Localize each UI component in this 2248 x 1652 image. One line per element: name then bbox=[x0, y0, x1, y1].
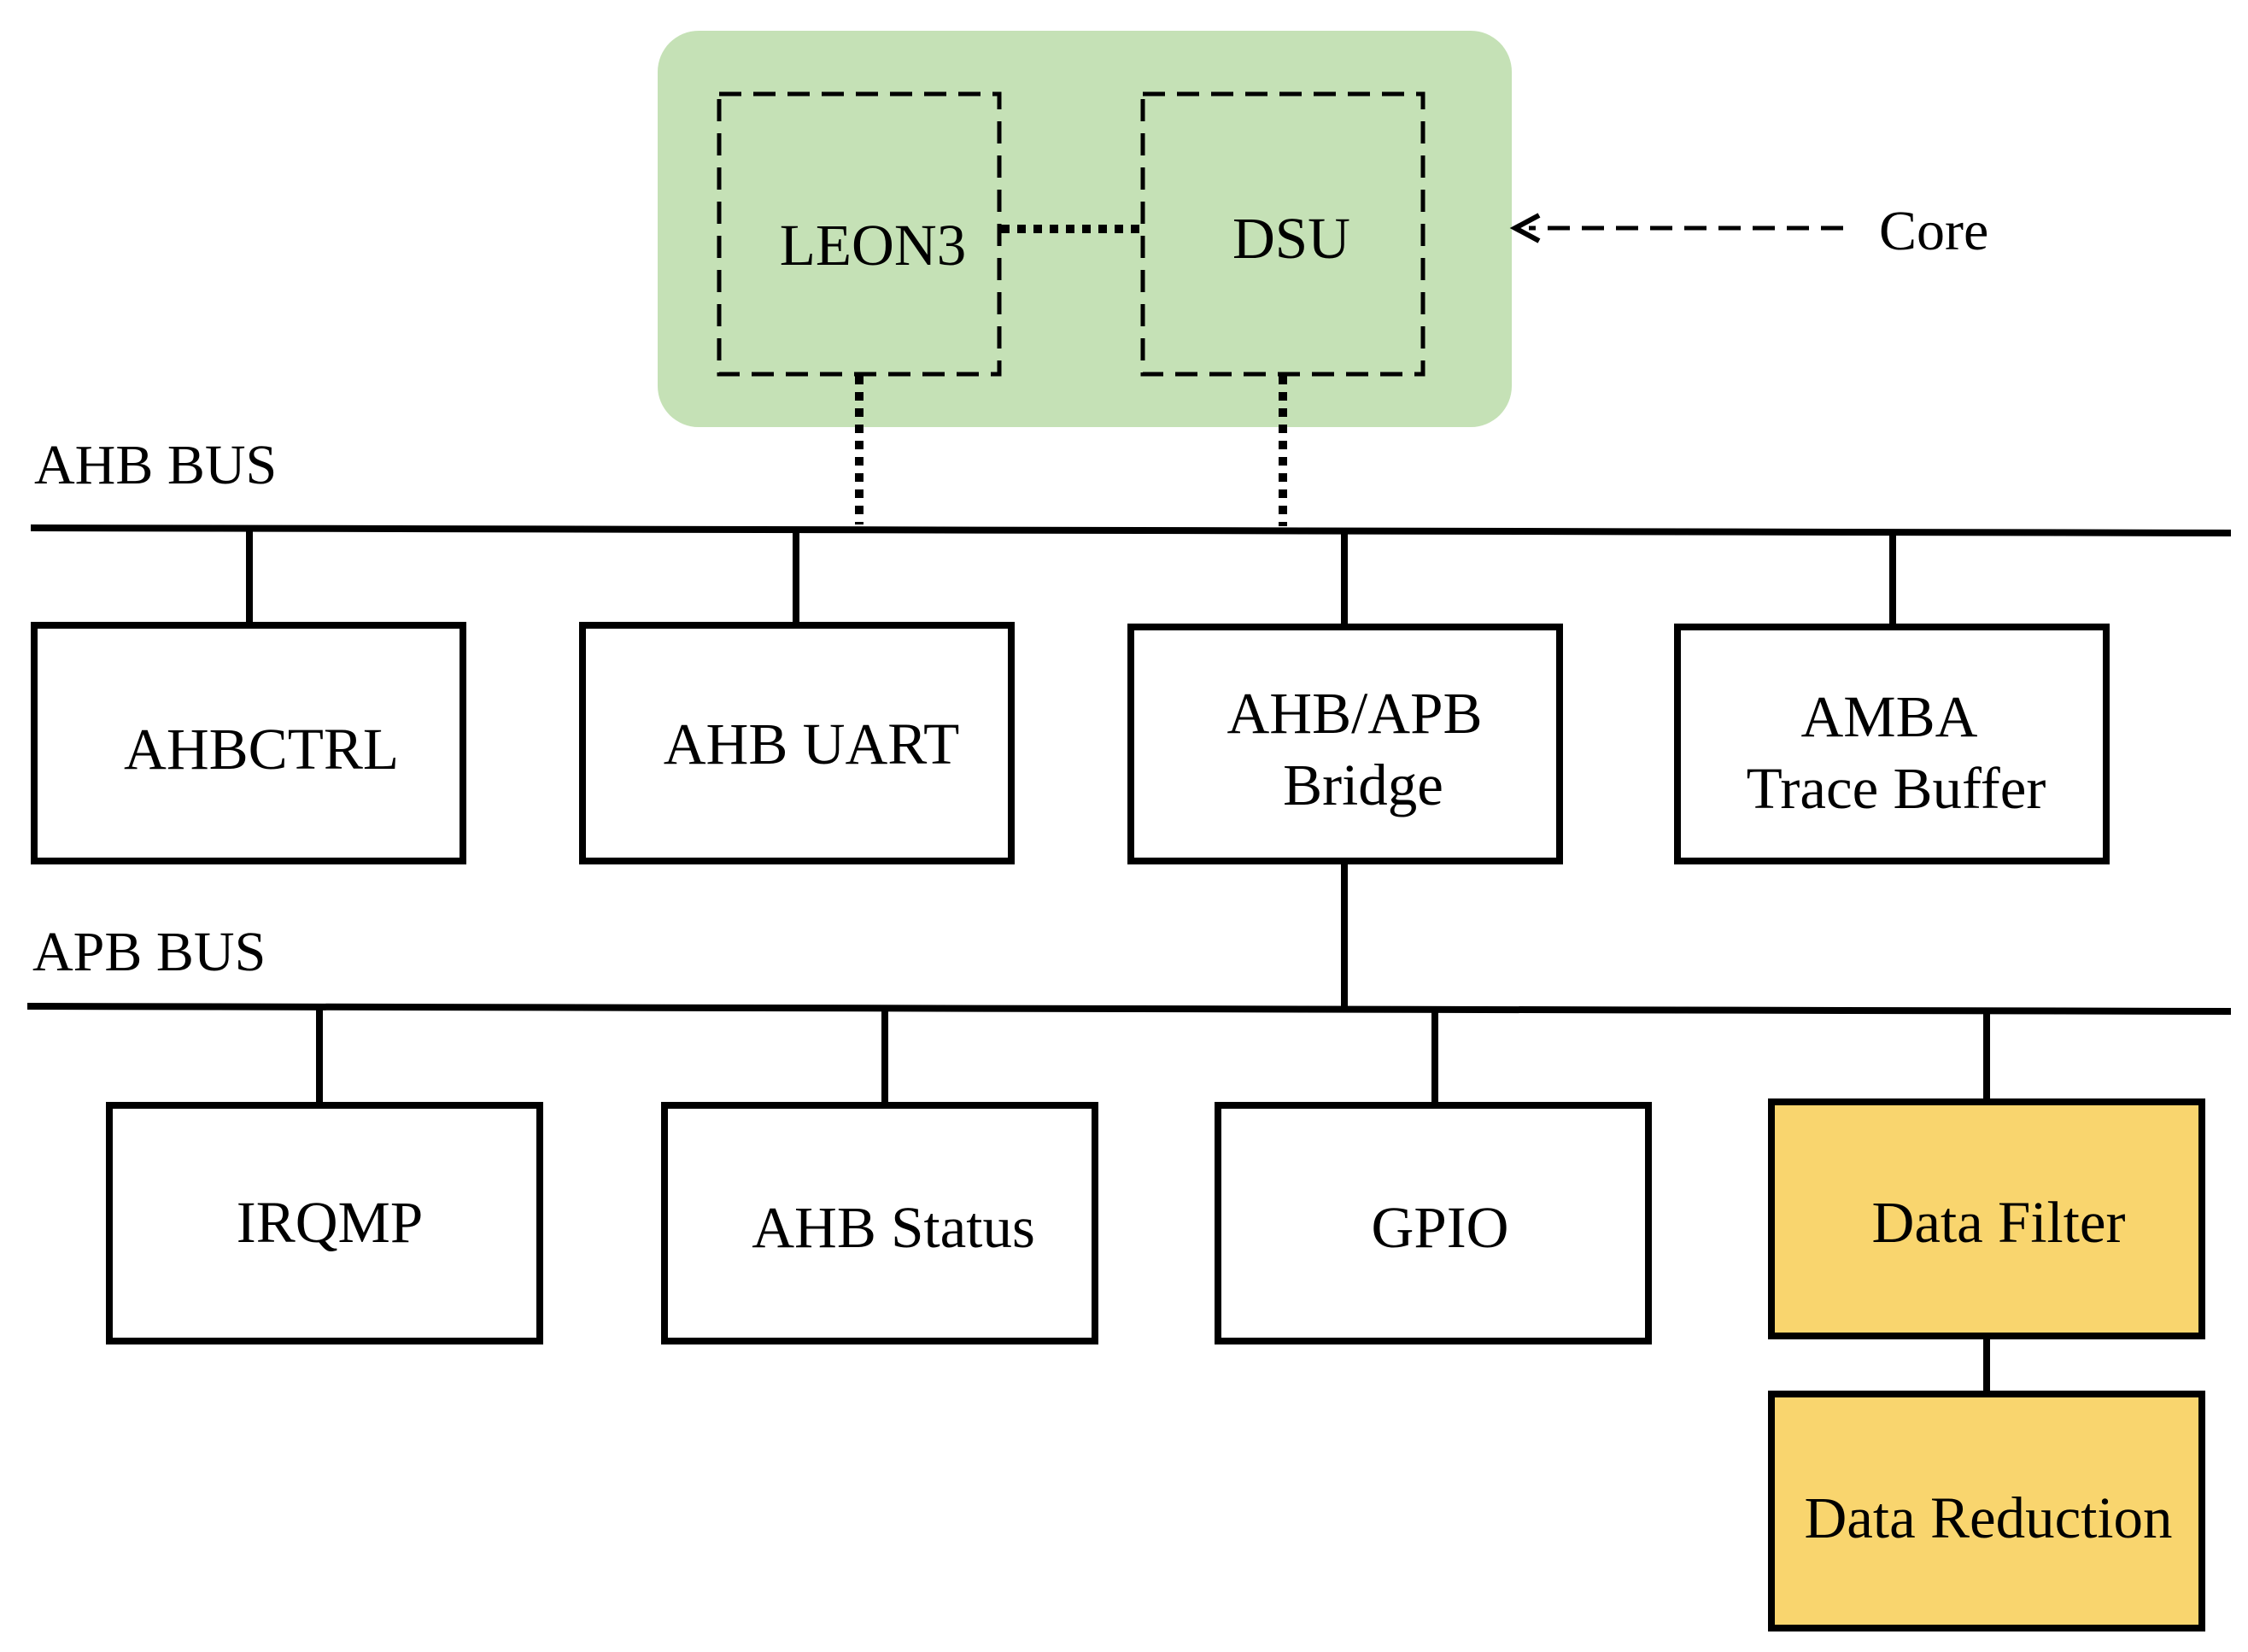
gpio-label: GPIO bbox=[1371, 1195, 1508, 1260]
apb-bus-group: APB BUS bbox=[26, 861, 2232, 1104]
ahb-uart-label: AHB UART bbox=[664, 712, 960, 776]
data-filter-box bbox=[1768, 1098, 2205, 1339]
core-pointer: Core bbox=[1509, 200, 1988, 262]
trace-buffer-label-line1: AMBA bbox=[1800, 684, 1977, 749]
data-filter-label: Data Filter bbox=[1872, 1190, 2126, 1255]
core-group: LEON3 DSU bbox=[658, 31, 1512, 427]
apb-blocks: IRQMP AHB Status GPIO Data Filter Data R… bbox=[106, 1098, 2205, 1631]
ahbctrl-box bbox=[31, 622, 466, 864]
core-label: Core bbox=[1879, 200, 1988, 262]
trace-buffer-box bbox=[1674, 624, 2110, 864]
bridge-box bbox=[1127, 624, 1563, 864]
leon3-label: LEON3 bbox=[780, 213, 966, 278]
core-arrow-head bbox=[1509, 213, 1541, 243]
ahb-status-label: AHB Status bbox=[752, 1195, 1035, 1260]
leon3-box bbox=[717, 91, 1002, 377]
ahbctrl-label: AHBCTRL bbox=[124, 717, 399, 782]
trace-buffer-label-line2: Trace Buffer bbox=[1747, 756, 2046, 821]
bridge-label-line1: AHB/APB bbox=[1226, 681, 1482, 746]
bridge-label-line2: Bridge bbox=[1283, 753, 1443, 817]
ahb-status-box bbox=[661, 1102, 1098, 1344]
data-reduction-box bbox=[1768, 1391, 2205, 1631]
gpio-box bbox=[1215, 1102, 1652, 1344]
irqmp-box bbox=[106, 1102, 543, 1344]
ahb-bus-group: AHB BUS bbox=[30, 376, 2232, 625]
ahb-uart-box bbox=[579, 622, 1015, 864]
ahb-blocks: AHBCTRL AHB UART AHB/APB Bridge AMBA Tra… bbox=[31, 622, 2110, 864]
irqmp-label: IRQMP bbox=[237, 1190, 424, 1255]
ahb-bus-label: AHB BUS bbox=[34, 434, 277, 496]
apb-bus-line bbox=[26, 1003, 2232, 1015]
ahb-bus-line bbox=[30, 524, 2232, 536]
dsu-box bbox=[1140, 91, 1425, 377]
apb-bus-label: APB BUS bbox=[32, 921, 266, 983]
dsu-label: DSU bbox=[1232, 206, 1350, 271]
data-reduction-label: Data Reduction bbox=[1804, 1485, 2172, 1550]
